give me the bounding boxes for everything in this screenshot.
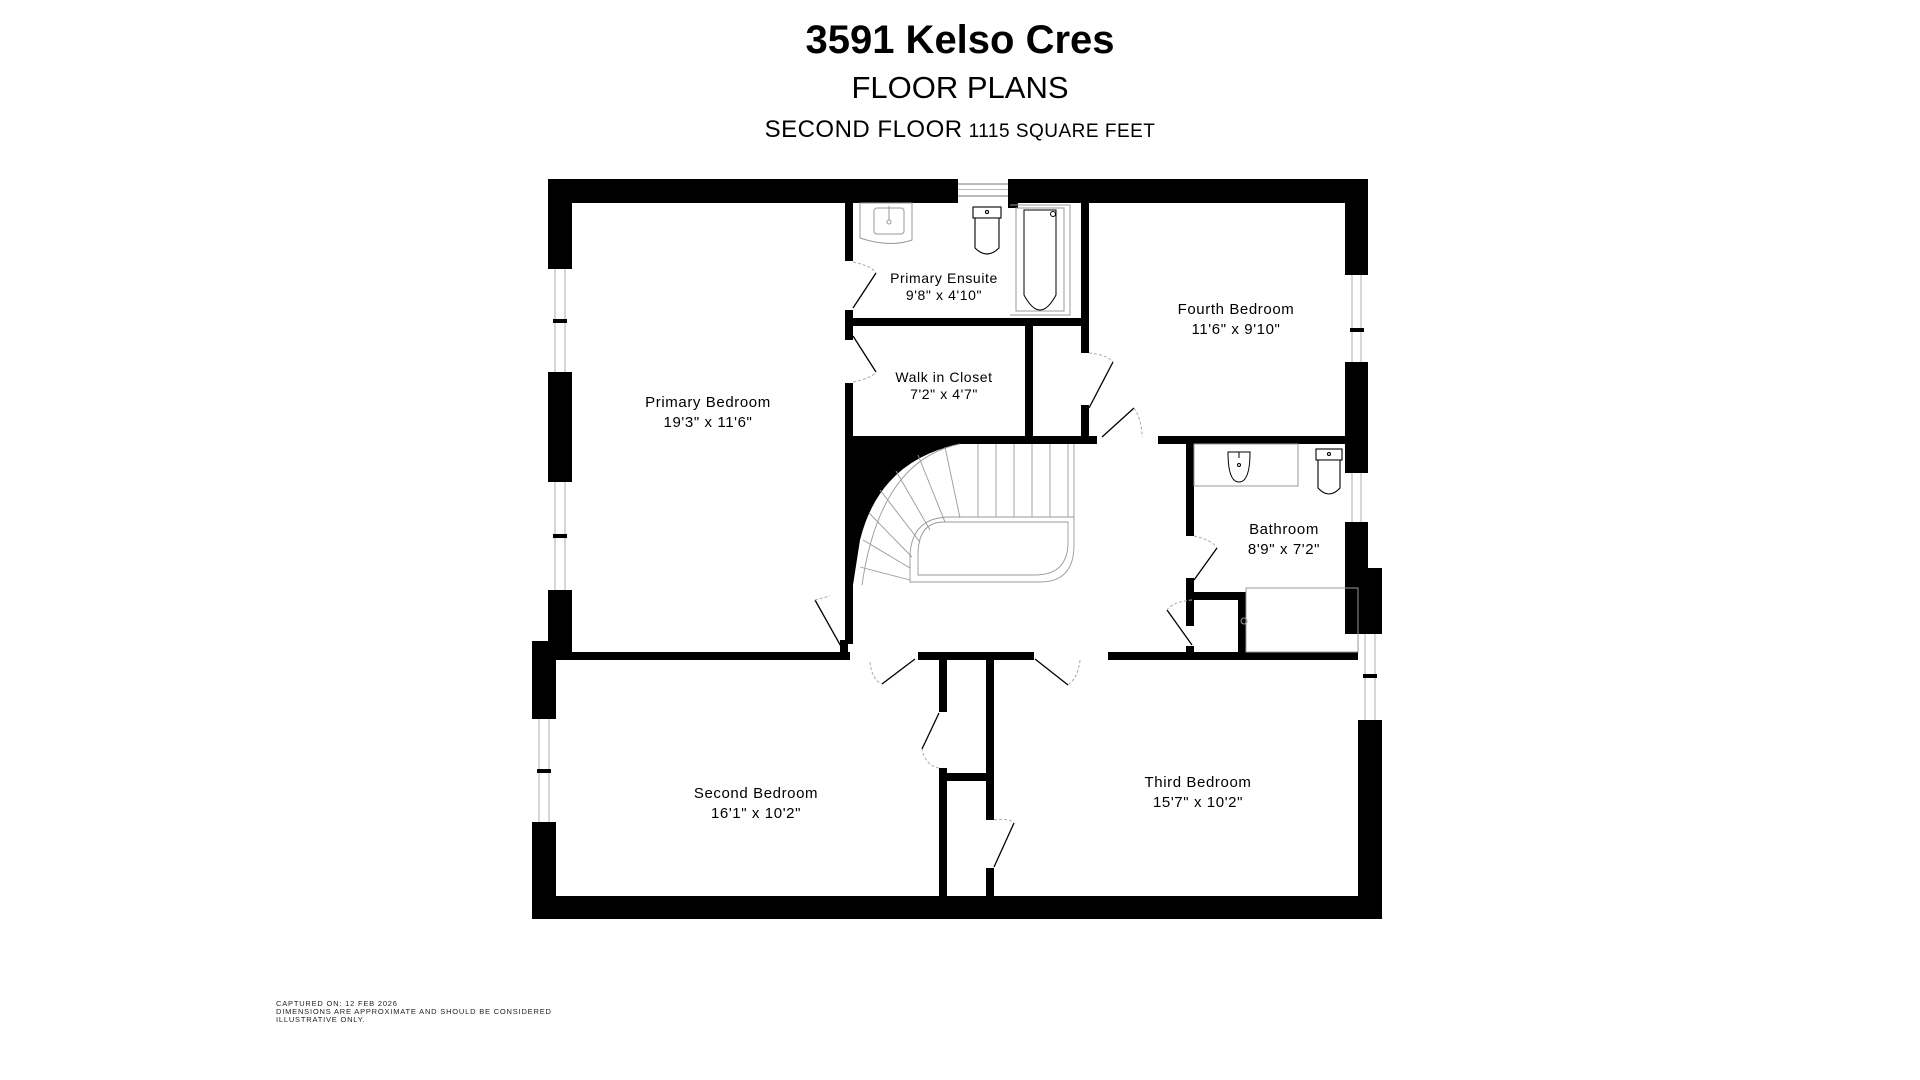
bathroom-fixtures — [1193, 443, 1359, 653]
spiral-staircase — [859, 443, 1075, 586]
capture-disclaimer: CAPTURED ON: 12 FEB 2026 DIMENSIONS ARE … — [276, 1000, 552, 1024]
room-dimensions: 9'8" x 4'10" — [905, 287, 983, 303]
ensuite-toilet — [972, 206, 1002, 255]
floor-area: 1115 SQUARE FEET — [968, 121, 1156, 142]
bathroom-toilet — [1315, 448, 1343, 495]
bathroom-sink — [1227, 451, 1251, 483]
room-dimensions: 7'2" x 4'7" — [910, 386, 978, 402]
room-dimensions: 15'7" x 10'2" — [1152, 794, 1244, 811]
room-walk-in-closet: Walk in Closet 7'2" x 4'7" — [895, 369, 992, 403]
room-dimensions: 11'6" x 9'10" — [1191, 321, 1281, 338]
room-name: Primary Ensuite — [890, 270, 998, 286]
room-second-bedroom: Second Bedroom 16'1" x 10'2" — [694, 784, 818, 824]
room-primary-bedroom: Primary Bedroom 19'3" x 11'6" — [645, 393, 771, 433]
door-arcs — [814, 261, 1218, 824]
exterior-walls — [532, 179, 1382, 919]
floor-name: SECOND FLOOR — [764, 116, 963, 143]
room-name: Third Bedroom — [1144, 774, 1252, 791]
doors — [814, 272, 1218, 868]
window-mullions — [537, 319, 1377, 773]
disclaimer-line-1: DIMENSIONS ARE APPROXIMATE AND SHOULD BE… — [276, 1007, 552, 1016]
room-dimensions: 8'9" x 7'2" — [1247, 541, 1321, 558]
room-name: Walk in Closet — [895, 369, 993, 385]
capture-date: CAPTURED ON: 12 FEB 2026 — [276, 999, 398, 1008]
room-primary-ensuite: Primary Ensuite 9'8" x 4'10" — [890, 270, 998, 304]
room-name: Bathroom — [1249, 521, 1319, 538]
disclaimer-line-2: ILLUSTRATIVE ONLY. — [276, 1015, 366, 1024]
bathtub — [1023, 209, 1057, 311]
room-name: Primary Bedroom — [645, 394, 771, 411]
property-address: 3591 Kelso Cres — [805, 18, 1115, 62]
room-bathroom: Bathroom 8'9" x 7'2" — [1248, 520, 1320, 560]
room-name: Fourth Bedroom — [1177, 301, 1295, 318]
room-dimensions: 19'3" x 11'6" — [663, 414, 753, 431]
room-third-bedroom: Third Bedroom 15'7" x 10'2" — [1144, 773, 1251, 813]
room-name: Second Bedroom — [693, 785, 819, 802]
floor-plans-heading: FLOOR PLANS — [851, 70, 1069, 105]
ensuite-fixtures — [859, 202, 1071, 316]
interior-walls — [572, 203, 1358, 896]
room-fourth-bedroom: Fourth Bedroom 11'6" x 9'10" — [1178, 300, 1295, 340]
room-dimensions: 16'1" x 10'2" — [710, 805, 802, 822]
